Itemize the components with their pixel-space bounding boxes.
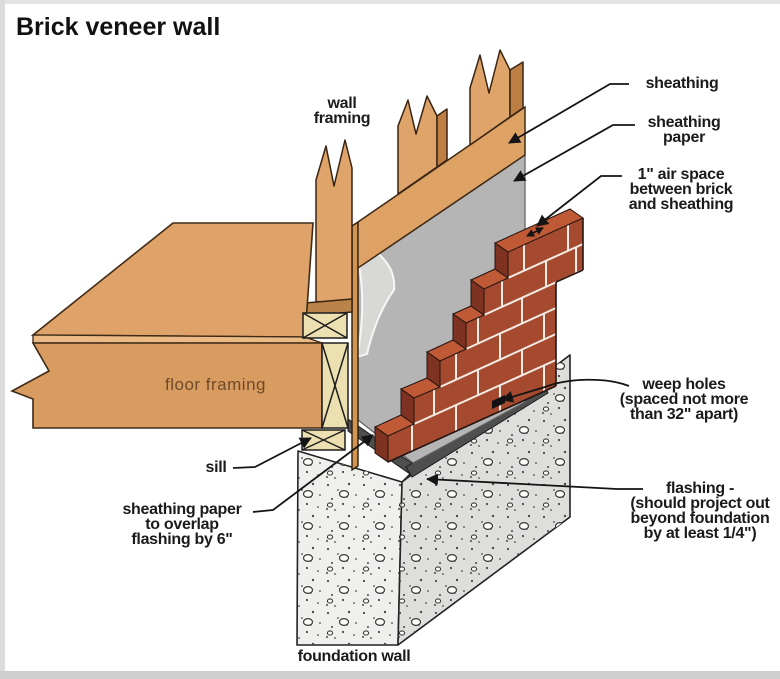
label-paper-overlap: sheathing paper to overlap flashing by 6…: [122, 501, 242, 548]
paper-curl: [354, 240, 396, 359]
rim-blocking: [302, 312, 348, 339]
label-air-space: 1" air space between brick and sheathing: [628, 166, 734, 213]
stud-2: [397, 95, 448, 195]
label-foundation-wall: foundation wall: [297, 648, 411, 665]
leader-lines: [232, 83, 643, 513]
floor-framing: floor framing: [10, 222, 323, 429]
label-flashing: flashing - (should project out beyond fo…: [630, 480, 770, 542]
leader-paper-overlap: [252, 434, 374, 513]
brick-veneer: [373, 208, 585, 463]
label-weep-holes: weep holes (spaced not more than 32" apa…: [619, 376, 749, 423]
label-sheathing-paper: sheathing paper: [647, 114, 721, 146]
leader-weep-holes: [501, 378, 630, 403]
leader-sheathing: [508, 83, 629, 144]
air-space-indicator: [526, 227, 544, 237]
label-sheathing: sheathing: [645, 75, 719, 92]
label-wall-framing: wall framing: [313, 95, 371, 127]
rim-joist-brace: [321, 342, 349, 429]
leader-flashing: [426, 473, 643, 490]
leader-sill: [232, 437, 312, 469]
leader-sheathing-paper: [513, 124, 635, 182]
label-sill: sill: [205, 459, 227, 476]
wall-studs: [304, 49, 524, 317]
stud-1: [304, 139, 353, 317]
stud-3: [469, 49, 524, 146]
floor-framing-label: floor framing: [165, 375, 266, 394]
sheathing-panel: [351, 105, 526, 472]
leader-air-space: [536, 175, 622, 227]
page-title: Brick veneer wall: [16, 13, 221, 41]
blocking-and-sill: [301, 312, 349, 451]
